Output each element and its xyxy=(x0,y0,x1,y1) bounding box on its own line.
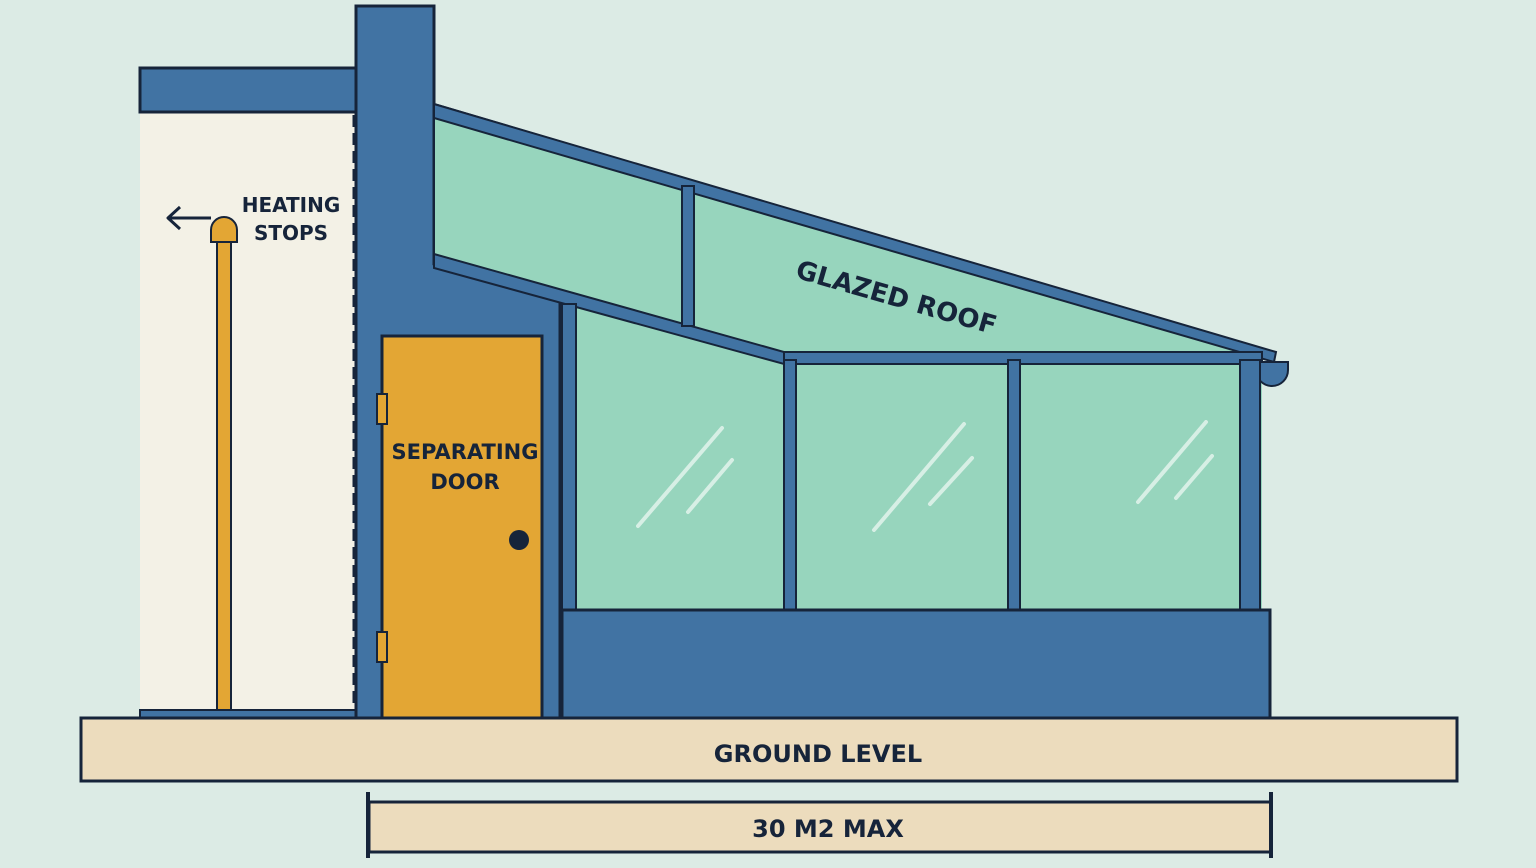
max-area-dimension xyxy=(366,792,1273,858)
door-hinge-bottom xyxy=(376,631,388,663)
post-4 xyxy=(1239,359,1261,615)
house-interior-wall xyxy=(140,112,356,718)
post-3 xyxy=(1007,359,1021,615)
glass-reflections xyxy=(636,420,1214,532)
roof-mullion xyxy=(681,185,695,327)
post-1 xyxy=(561,303,577,615)
ground-slab xyxy=(79,716,1459,783)
ground-label: GROUND LEVEL xyxy=(714,740,922,768)
door-hinge-top xyxy=(376,393,388,425)
door-knob-icon xyxy=(509,530,529,550)
eaves-beam xyxy=(783,351,1263,365)
dwarf-wall xyxy=(560,608,1272,722)
max-area-label: 30 M2 MAX xyxy=(752,815,904,843)
heating-label-line2: STOPS xyxy=(254,221,328,245)
wall-glass xyxy=(562,300,1262,612)
post-2 xyxy=(783,359,797,615)
heating-pipe-icon xyxy=(210,216,238,711)
door-label-line2: DOOR xyxy=(430,470,499,494)
door-label-line1: SEPARATING xyxy=(392,440,539,464)
separating-door xyxy=(380,334,544,722)
arrow-left-icon xyxy=(166,205,211,231)
heating-label-line1: HEATING xyxy=(242,193,341,217)
house-top-wall xyxy=(138,66,362,114)
